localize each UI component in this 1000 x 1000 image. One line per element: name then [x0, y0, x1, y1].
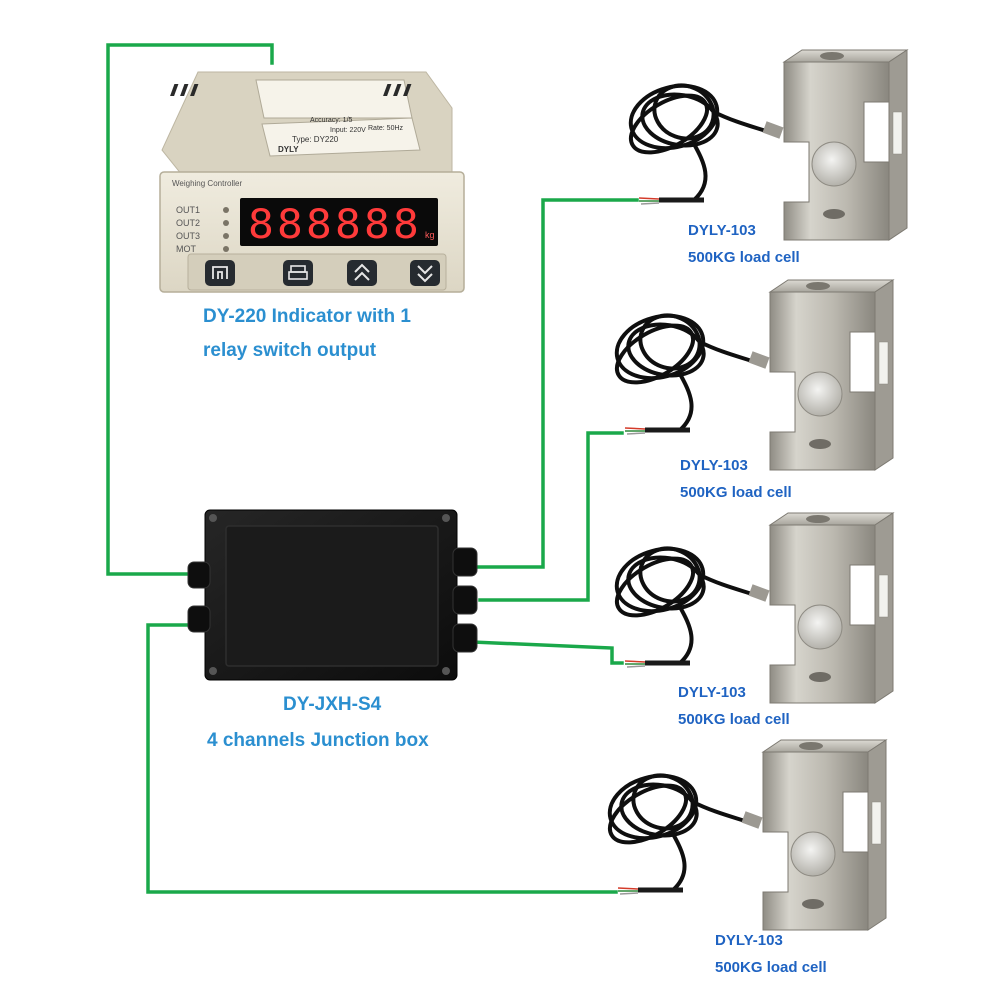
load-cell-1	[622, 50, 907, 240]
junction-box-caption-line2: 4 channels Junction box	[207, 730, 429, 751]
indicator-display	[240, 198, 438, 246]
wire-box-to-cell-2	[478, 431, 624, 602]
print-button[interactable]	[283, 260, 313, 286]
printer-icon	[288, 265, 308, 280]
led-indicator-out2	[223, 220, 229, 226]
indicator-display-digits: 888888	[248, 202, 422, 248]
led-label-mot: MOT	[176, 244, 196, 254]
led-indicator-out3	[223, 233, 229, 239]
load-cell-2-spec: 500KG load cell	[680, 484, 792, 501]
load-cell-2-model: DYLY-103	[680, 457, 748, 474]
load-cell-4	[601, 740, 886, 930]
load-cell-3-model: DYLY-103	[678, 684, 746, 701]
wire-box-to-cell-1	[470, 198, 639, 569]
wire-indicator-to-box	[106, 43, 274, 576]
indicator-sticker-input: Input: 220V	[330, 127, 366, 134]
junction-box	[187, 509, 478, 681]
wire-box-to-cell-4	[146, 623, 618, 894]
led-label-out2: OUT2	[176, 218, 200, 228]
wire-box-to-cell-3	[470, 640, 624, 665]
indicator-unit: kg	[425, 230, 435, 240]
cable-gland	[187, 547, 478, 653]
return-icon	[212, 266, 228, 279]
function-button[interactable]	[205, 260, 235, 286]
led-indicator-out1	[223, 207, 229, 213]
indicator-sticker-type: Type: DY220	[292, 135, 339, 144]
double-chevron-down-icon	[417, 265, 433, 283]
down-button[interactable]	[410, 260, 440, 286]
indicator-caption-line1: DY-220 Indicator with 1	[203, 306, 411, 327]
wires	[106, 43, 639, 894]
junction-box-caption-line1: DY-JXH-S4	[283, 694, 382, 715]
indicator-sticker-accuracy: Accuracy: 1/5	[310, 117, 353, 124]
up-button[interactable]	[347, 260, 377, 286]
indicator-sticker-brand: DYLY	[278, 145, 299, 154]
load-cell-4-model: DYLY-103	[715, 932, 783, 949]
load-cell-4-spec: 500KG load cell	[715, 959, 827, 976]
led-label-out1: OUT1	[176, 205, 200, 215]
indicator-device: Type: DY220 DYLY Input: 220V Rate: 50Hz …	[159, 71, 465, 293]
led-label-out3: OUT3	[176, 231, 200, 241]
indicator-panel-title: Weighing Controller	[172, 179, 242, 188]
load-cell-3	[608, 513, 893, 703]
load-cell-2	[608, 280, 893, 470]
double-chevron-up-icon	[354, 263, 370, 281]
indicator-sticker-rate: Rate: 50Hz	[368, 125, 404, 132]
load-cell-1-model: DYLY-103	[688, 222, 756, 239]
load-cell-1-spec: 500KG load cell	[688, 249, 800, 266]
indicator-caption-line2: relay switch output	[203, 340, 377, 361]
led-indicator-mot	[223, 246, 229, 252]
load-cell-3-spec: 500KG load cell	[678, 711, 790, 728]
